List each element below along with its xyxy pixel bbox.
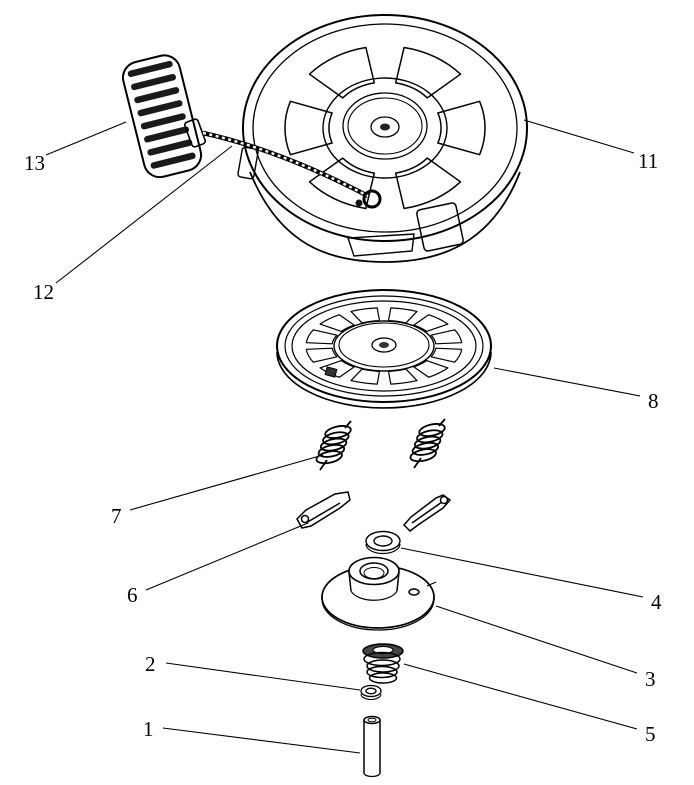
callout-labels: 13 12 11 8 7 6 4 3 2 5 1 [24, 149, 662, 746]
conical-spring-part [362, 643, 404, 684]
leader-line-11 [523, 119, 635, 154]
starter-handle-part [122, 54, 203, 179]
handle-rope-anchor [184, 118, 206, 148]
recoil-spring-left [315, 420, 352, 471]
housing-center-hole [370, 116, 400, 138]
pulley-rope-slot [324, 366, 338, 378]
leader-line-3 [435, 605, 638, 674]
callout-label-13: 13 [24, 151, 45, 175]
clevis-pin-part [363, 715, 381, 778]
recoil-housing-part [237, 14, 528, 263]
leader-line-8 [493, 367, 641, 397]
leader-line-7 [129, 454, 324, 511]
rope-end-loop [362, 189, 382, 209]
leader-line-6 [145, 522, 309, 591]
callout-label-4: 4 [651, 590, 662, 614]
starter-pawl-left [296, 491, 351, 529]
leader-line-13 [45, 121, 127, 156]
callout-label-7: 7 [111, 504, 122, 528]
pulley-center-hole [371, 337, 397, 353]
pulley-spoke-cutouts [305, 307, 463, 385]
handle-grip-ribs [127, 60, 196, 169]
recoil-spring-right [409, 418, 446, 469]
callout-label-3: 3 [645, 667, 656, 691]
housing-mount-lug-right [416, 202, 464, 252]
retainer-flange-hole [408, 588, 420, 596]
callout-label-2: 2 [145, 652, 156, 676]
starter-rope-part [202, 130, 382, 209]
housing-vent-cutouts [284, 46, 486, 210]
leader-line-5 [403, 663, 638, 730]
brake-washer-part [365, 530, 401, 555]
callout-label-8: 8 [648, 389, 659, 413]
small-washer-part [360, 684, 382, 701]
callout-label-1: 1 [143, 717, 154, 741]
pulley-retainer-part [321, 556, 437, 631]
rope-pulley-part [276, 289, 492, 409]
leader-line-1 [162, 727, 361, 754]
callout-label-12: 12 [33, 280, 54, 304]
starter-pawl-right [402, 494, 452, 532]
callout-label-6: 6 [127, 583, 138, 607]
leader-line-2 [165, 662, 361, 691]
leader-line-4 [400, 547, 644, 598]
leader-line-12 [55, 145, 233, 284]
callout-label-11: 11 [638, 149, 658, 173]
rope-guide-tab [347, 233, 415, 257]
leader-lines [45, 119, 644, 754]
callout-label-5: 5 [645, 722, 656, 746]
